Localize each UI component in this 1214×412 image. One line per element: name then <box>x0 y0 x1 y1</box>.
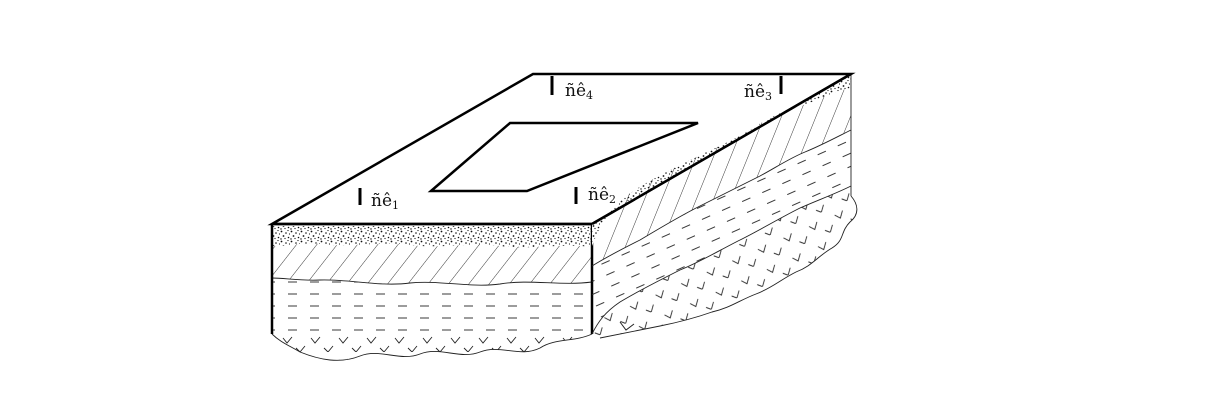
top-right-edge <box>591 72 852 226</box>
front-rock-outline <box>271 333 593 361</box>
marker-3-label: ñê3 <box>744 82 772 103</box>
marker-1-post <box>358 188 362 205</box>
marker-3: ñê3 <box>744 76 783 103</box>
marker-1: ñê1 <box>358 188 399 212</box>
marker-4-post <box>550 76 554 95</box>
marker-4: ñê4 <box>550 76 593 102</box>
side-rock-mark <box>619 321 635 331</box>
side-gravel-layer <box>592 74 851 246</box>
marker-2-label: ñê2 <box>588 185 616 206</box>
side-sand-layer <box>592 130 851 334</box>
front-gravel-layer <box>272 226 592 248</box>
front-clay-layer <box>272 243 592 286</box>
front-sand-layer <box>272 278 592 334</box>
side-rock-outline <box>599 195 858 339</box>
marker-1-label: ñê1 <box>371 191 399 212</box>
excavation-pit <box>427 121 699 193</box>
side-rock-layer <box>592 186 857 338</box>
marker-3-post <box>779 76 783 94</box>
side-clay-layer <box>592 88 851 266</box>
marker-2: ñê2 <box>574 185 616 206</box>
side-face <box>591 74 858 339</box>
front-rock-layer <box>272 334 592 361</box>
marker-2-post <box>574 187 578 204</box>
front-face <box>270 224 594 361</box>
marker-4-label: ñê4 <box>565 81 593 102</box>
